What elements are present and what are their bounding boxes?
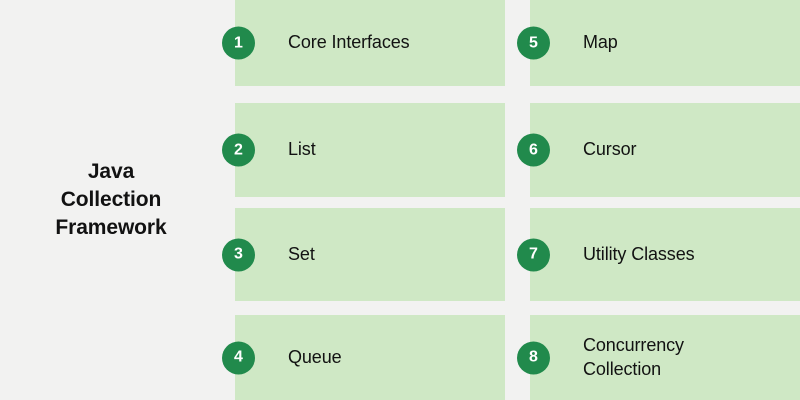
- item-number-badge: 5: [517, 26, 550, 60]
- list-item-label-line-1: Concurrency: [583, 335, 684, 356]
- page-title: Java Collection Framework: [16, 158, 206, 242]
- list-item[interactable]: 8 Concurrency Collection: [517, 315, 800, 400]
- list-item-label: Set: [288, 243, 315, 264]
- page-title-line-2: Collection: [60, 188, 162, 212]
- page-title-line-3: Framework: [55, 215, 167, 239]
- right-column: 5 Map 6 Cursor 7 Utility Classes 8 Concu…: [517, 0, 800, 400]
- item-number-badge: 3: [222, 238, 255, 271]
- list-item-label-line-2: Collection: [583, 358, 662, 379]
- list-item[interactable]: 6 Cursor: [517, 103, 800, 197]
- list-item[interactable]: 2 List: [222, 103, 505, 197]
- list-item[interactable]: 5 Map: [517, 0, 800, 86]
- list-item-label: Core Interfaces: [288, 32, 410, 53]
- list-item[interactable]: 3 Set: [222, 208, 505, 301]
- list-item-label: List: [288, 139, 316, 160]
- page-title-line-1: Java: [87, 160, 135, 184]
- list-item-label: Queue: [288, 346, 342, 367]
- list-item-label: Utility Classes: [583, 243, 695, 264]
- item-number-badge: 4: [222, 341, 255, 374]
- list-item-label: Cursor: [583, 139, 637, 160]
- list-item-label: Map: [583, 32, 618, 53]
- item-number-badge: 1: [222, 26, 255, 60]
- list-item[interactable]: 7 Utility Classes: [517, 208, 800, 301]
- item-number-badge: 8: [517, 341, 550, 374]
- item-number-badge: 6: [517, 133, 550, 167]
- list-item-label: Concurrency Collection: [583, 334, 694, 380]
- list-item[interactable]: 4 Queue: [222, 315, 505, 400]
- item-number-badge: 7: [517, 238, 550, 271]
- item-number-badge: 2: [222, 133, 255, 167]
- title-block: Java Collection Framework: [0, 0, 222, 400]
- left-column: 1 Core Interfaces 2 List 3 Set 4 Queue: [222, 0, 505, 400]
- list-item[interactable]: 1 Core Interfaces: [222, 0, 505, 86]
